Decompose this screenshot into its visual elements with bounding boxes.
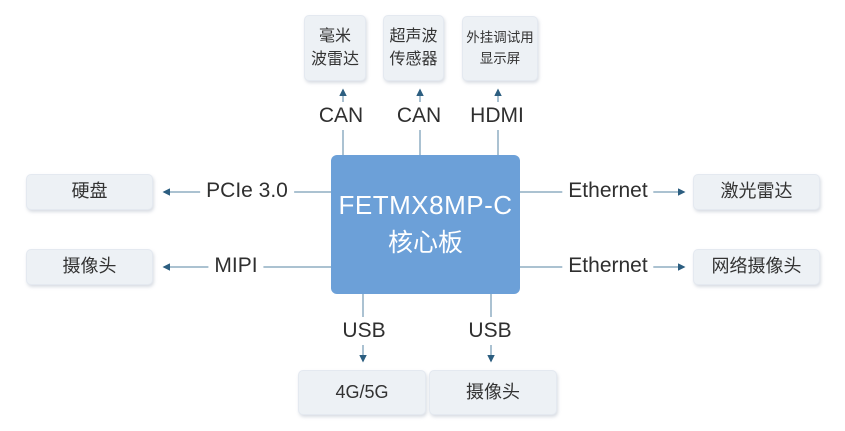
node-hard-disk-label: 硬盘 <box>71 181 108 202</box>
node-ultrasonic-sensor-label-line2: 传感器 <box>389 51 438 68</box>
node-external-debug-display-label-line2: 显示屏 <box>479 50 521 66</box>
node-camera-bottom-label: 摄像头 <box>466 381 520 402</box>
node-mmwave-radar-label-line2: 波雷达 <box>310 51 359 68</box>
bus-label-usb-2: USB <box>465 317 515 345</box>
bus-label-pcie: PCIe 3.0 <box>200 179 294 203</box>
bus-label-hdmi: HDMI <box>467 102 527 130</box>
node-ultrasonic-sensor-label-line1: 超声波 <box>389 27 438 45</box>
node-hard-disk: 硬盘 <box>26 174 153 210</box>
node-mmwave-radar: 毫米 波雷达 <box>304 15 366 81</box>
bus-label-usb-1: USB <box>339 317 389 345</box>
core-board-title: FETMX8MP-C <box>338 190 513 221</box>
bus-label-can-2: CAN <box>393 102 445 130</box>
node-lidar: 激光雷达 <box>693 174 820 210</box>
node-network-camera: 网络摄像头 <box>693 249 820 285</box>
bus-label-ethernet-2: Ethernet <box>562 254 654 278</box>
node-external-debug-display: 外挂调试用 显示屏 <box>462 16 538 81</box>
bus-label-mipi: MIPI <box>208 254 264 278</box>
node-lidar-label: 激光雷达 <box>720 181 793 202</box>
node-network-camera-label: 网络摄像头 <box>711 256 802 277</box>
node-ultrasonic-sensor: 超声波 传感器 <box>383 15 444 81</box>
node-external-debug-display-label-line1: 外挂调试用 <box>466 29 534 45</box>
bus-label-can-1: CAN <box>315 102 367 130</box>
node-mmwave-radar-label-line1: 毫米 <box>318 27 351 45</box>
node-4g-5g: 4G/5G <box>298 370 426 415</box>
node-camera-bottom: 摄像头 <box>429 370 557 415</box>
node-core-board: FETMX8MP-C 核心板 <box>331 155 520 294</box>
core-board-subtitle: 核心板 <box>387 229 463 258</box>
bus-label-ethernet-1: Ethernet <box>562 179 654 203</box>
node-4g-5g-label: 4G/5G <box>335 381 389 402</box>
node-camera-left-label: 摄像头 <box>62 256 117 277</box>
node-camera-left: 摄像头 <box>26 249 153 285</box>
